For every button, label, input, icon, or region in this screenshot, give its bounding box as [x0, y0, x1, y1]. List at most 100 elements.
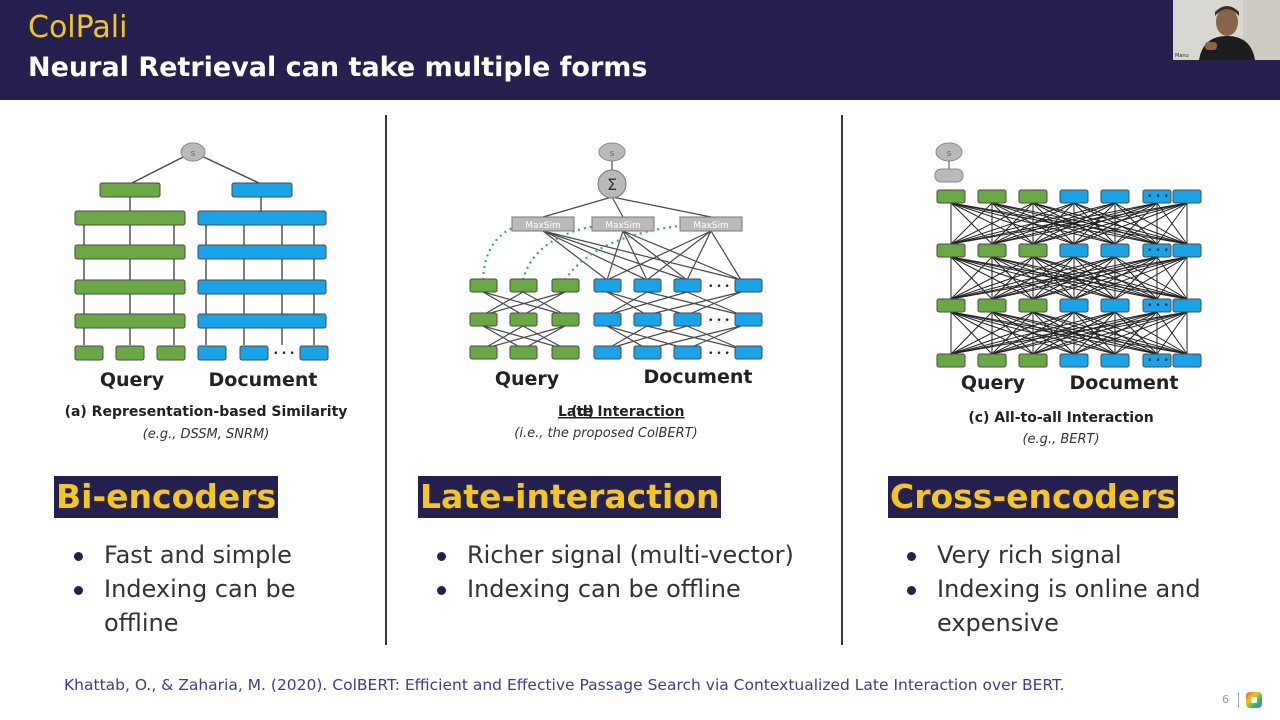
interaction-edge — [1032, 311, 1188, 355]
bullet-item: Richer signal (multi-vector) — [434, 538, 834, 572]
interaction-edge — [950, 311, 1188, 355]
ellipsis: • • • — [1147, 246, 1169, 256]
bullets-bi-encoders: Fast and simple Indexing can be offline — [71, 538, 371, 640]
maxsim-label: MaxSim — [525, 221, 561, 231]
document-token-node — [1172, 189, 1202, 204]
document-token-node — [1100, 189, 1130, 204]
interaction-edge — [1032, 202, 1158, 245]
interaction-edge — [950, 256, 993, 300]
interaction-edge — [1032, 202, 1188, 245]
query-token-node — [977, 353, 1007, 368]
ellipsis: • • • — [1147, 301, 1169, 311]
document-token-node — [1059, 189, 1089, 204]
interaction-edge — [950, 311, 1116, 355]
interaction-edge — [950, 256, 1034, 300]
interaction-edge — [1073, 202, 1188, 245]
query-token-node — [977, 243, 1007, 258]
document-token-node — [1100, 353, 1130, 368]
query-token-node — [1018, 189, 1048, 204]
interaction-edge — [950, 256, 1075, 300]
heading-bi-encoders: Bi-encoders — [54, 476, 279, 518]
document-label: Document — [209, 369, 318, 391]
diagram-caption-link[interactable]: Late Interaction — [558, 404, 685, 420]
bullet-item: Indexing can be offline — [71, 572, 324, 640]
maxsim-label: MaxSim — [605, 221, 641, 231]
interaction-edge — [1032, 256, 1158, 300]
query-label: Query — [961, 372, 1026, 394]
ellipsis: • • • — [273, 349, 295, 359]
interaction-edge — [950, 311, 1075, 355]
document-token-node — [1059, 353, 1089, 368]
interaction-edge — [991, 202, 1188, 245]
query-token-node — [936, 189, 966, 204]
query-label: Query — [100, 369, 165, 391]
footer-separator — [1238, 692, 1239, 708]
interaction-edge — [950, 202, 1116, 245]
brand-label: ColPali — [28, 10, 128, 45]
interaction-edge — [950, 311, 1158, 355]
slide-title: Neural Retrieval can take multiple forms — [28, 52, 648, 83]
ellipsis: • • • — [708, 316, 730, 326]
interaction-edge — [1073, 202, 1158, 245]
document-token-node — [1142, 353, 1172, 368]
bullet-item: Fast and simple — [71, 538, 371, 572]
interaction-edge — [1114, 202, 1188, 245]
query-token-node — [1018, 243, 1048, 258]
bullet-item: Very rich signal — [904, 538, 1234, 572]
interaction-edge — [950, 256, 1158, 300]
diagram-subcaption: (e.g., DSSM, SNRM) — [143, 427, 270, 442]
interaction-edge — [1032, 256, 1188, 300]
interaction-edge — [950, 202, 1158, 245]
interaction-edge — [950, 202, 1075, 245]
diagram-representation-similarity: s • • • Query Document (a) Representatio… — [65, 142, 348, 442]
presenter-video: Manu — [1173, 0, 1280, 60]
document-token-node — [1172, 243, 1202, 258]
document-token-node — [1142, 243, 1172, 258]
interaction-edge — [991, 256, 1158, 300]
bullets-cross-encoders: Very rich signal Indexing is online and … — [904, 538, 1234, 640]
diagram-all-to-all-interaction: s • • • • • • • • • • • • Query Document… — [934, 142, 1202, 447]
bullets-late-interaction: Richer signal (multi-vector) Indexing ca… — [434, 538, 834, 606]
document-token-node — [1059, 298, 1089, 313]
query-token-node — [936, 298, 966, 313]
interaction-edge — [991, 311, 1188, 355]
interaction-edge — [1156, 256, 1188, 300]
heading-late-interaction: Late-interaction — [418, 476, 722, 518]
bullet-item: Indexing is online and expensive — [904, 572, 1227, 640]
heading-cross-encoders: Cross-encoders — [888, 476, 1179, 518]
interaction-edge — [1073, 311, 1188, 355]
document-token-node — [1059, 243, 1089, 258]
column-divider-left — [385, 115, 387, 645]
diagram-subcaption: (e.g., BERT) — [1022, 432, 1099, 447]
interaction-edge — [950, 202, 1034, 245]
score-node-label: s — [610, 149, 615, 159]
interaction-edge — [1114, 311, 1188, 355]
document-token-node — [1100, 298, 1130, 313]
interaction-edge — [991, 202, 1158, 245]
document-label: Document — [1070, 372, 1179, 394]
interaction-edge — [991, 311, 1158, 355]
interaction-edge — [991, 256, 1188, 300]
document-token-node — [1142, 298, 1172, 313]
query-token-node — [977, 298, 1007, 313]
interaction-edge — [950, 256, 1116, 300]
diagram-caption: (a) Representation-based Similarity — [65, 404, 348, 420]
interaction-edge — [950, 311, 1034, 355]
interaction-edge — [1114, 256, 1188, 300]
bullet-item: Indexing can be offline — [434, 572, 834, 606]
interaction-edge — [950, 256, 1188, 300]
query-token-node — [936, 353, 966, 368]
query-label: Query — [495, 368, 560, 390]
page-number: 6 — [1222, 693, 1229, 706]
ellipsis: • • • — [708, 349, 730, 359]
diagram-caption: (c) All-to-all Interaction — [968, 410, 1153, 426]
score-node-label: s — [191, 149, 196, 159]
citation: Khattab, O., & Zaharia, M. (2020). ColBE… — [64, 676, 1065, 694]
interaction-edge — [1156, 311, 1188, 355]
query-token-node — [1018, 353, 1048, 368]
diagram-subcaption: (i.e., the proposed ColBERT) — [514, 426, 697, 441]
document-label: Document — [644, 366, 753, 388]
webcam-name-label: Manu — [1175, 53, 1189, 59]
ellipsis: • • • — [708, 282, 730, 292]
interaction-edge — [1073, 256, 1158, 300]
